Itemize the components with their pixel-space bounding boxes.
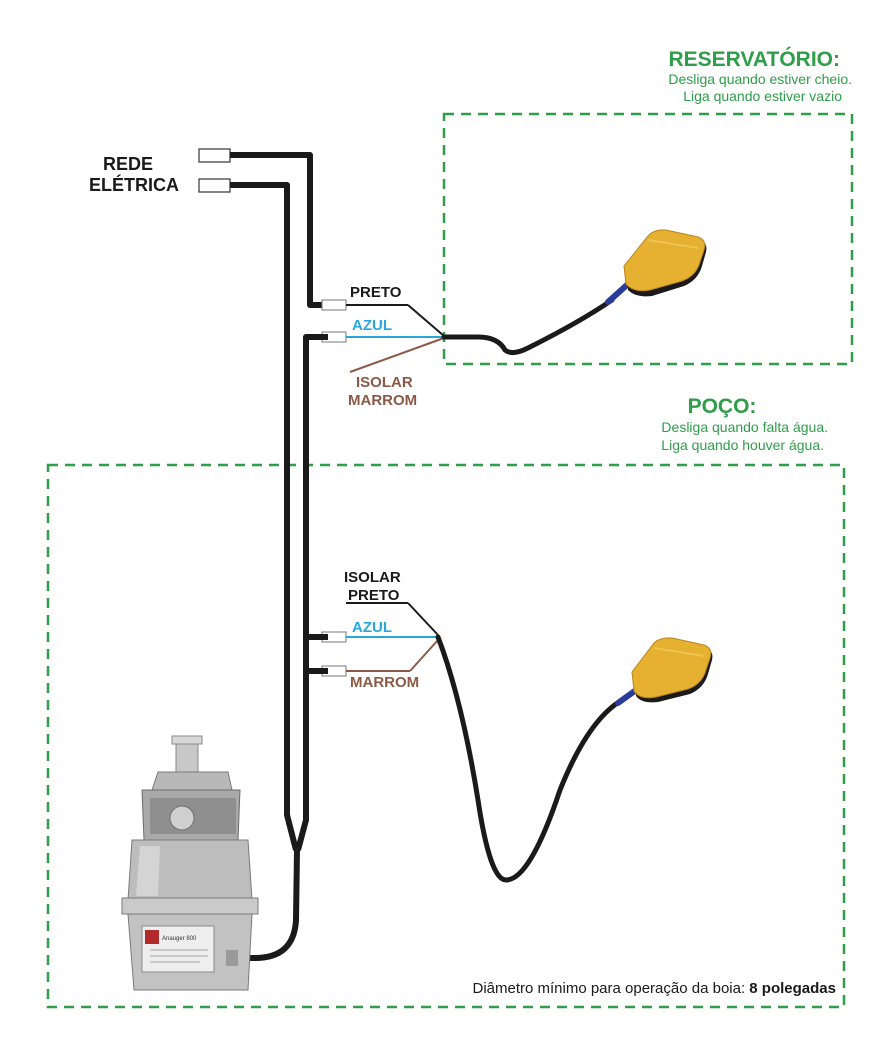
reservoir-float-cable [441, 297, 615, 356]
upper-label-brown-2: MARROM [348, 392, 417, 409]
pump-feed-cable [228, 849, 300, 961]
well-desc-2: Liga quando houver água. [661, 437, 824, 453]
lower-label-brown: MARROM [350, 674, 419, 691]
upper-wire-brown [349, 337, 445, 373]
mains-terminal-2 [198, 178, 231, 193]
submersible-pump: Anauger 800 [121, 735, 259, 991]
mains-cable-1 [230, 152, 328, 308]
well-title: POÇO: [688, 395, 757, 418]
well-float-switch [615, 637, 713, 706]
mains-label-line2: ELÉTRICA [89, 174, 179, 195]
lower-wire-black-diag [407, 602, 439, 636]
reservoir-desc-2: Liga quando estiver vazio [683, 88, 842, 104]
well-desc-1: Desliga quando falta água. [661, 419, 828, 435]
upper-label-black: PRETO [350, 284, 402, 301]
reservoir-float-switch [605, 229, 707, 305]
upper-wire-black-diag [407, 304, 445, 337]
mains-label-line1: REDE [103, 154, 153, 174]
footnote-text: Diâmetro mínimo para operação da boia: [472, 980, 749, 997]
terminal-upper-black [321, 299, 347, 311]
lower-label-black-1: ISOLAR [344, 569, 401, 586]
mains-terminal-1 [198, 148, 231, 163]
pump-brand-label: Anauger 800 [162, 936, 197, 942]
lower-wire-brown-diag [409, 639, 439, 672]
footnote-bold: 8 polegadas [749, 980, 836, 997]
pump-cable-a [295, 334, 328, 851]
footnote: Diâmetro mínimo para operação da boia: 8… [472, 980, 836, 997]
lower-label-black-2: PRETO [348, 587, 400, 604]
well-zone [46, 463, 846, 1009]
reservoir-title: RESERVATÓRIO: [668, 47, 840, 71]
mains-cable-2 [230, 182, 299, 851]
reservoir-desc-1: Desliga quando estiver cheio. [668, 71, 852, 87]
reservoir-zone [442, 112, 854, 366]
well-float-cable [435, 634, 625, 883]
upper-label-brown-1: ISOLAR [356, 374, 413, 391]
upper-label-blue: AZUL [352, 317, 392, 334]
lower-label-blue: AZUL [352, 619, 392, 636]
